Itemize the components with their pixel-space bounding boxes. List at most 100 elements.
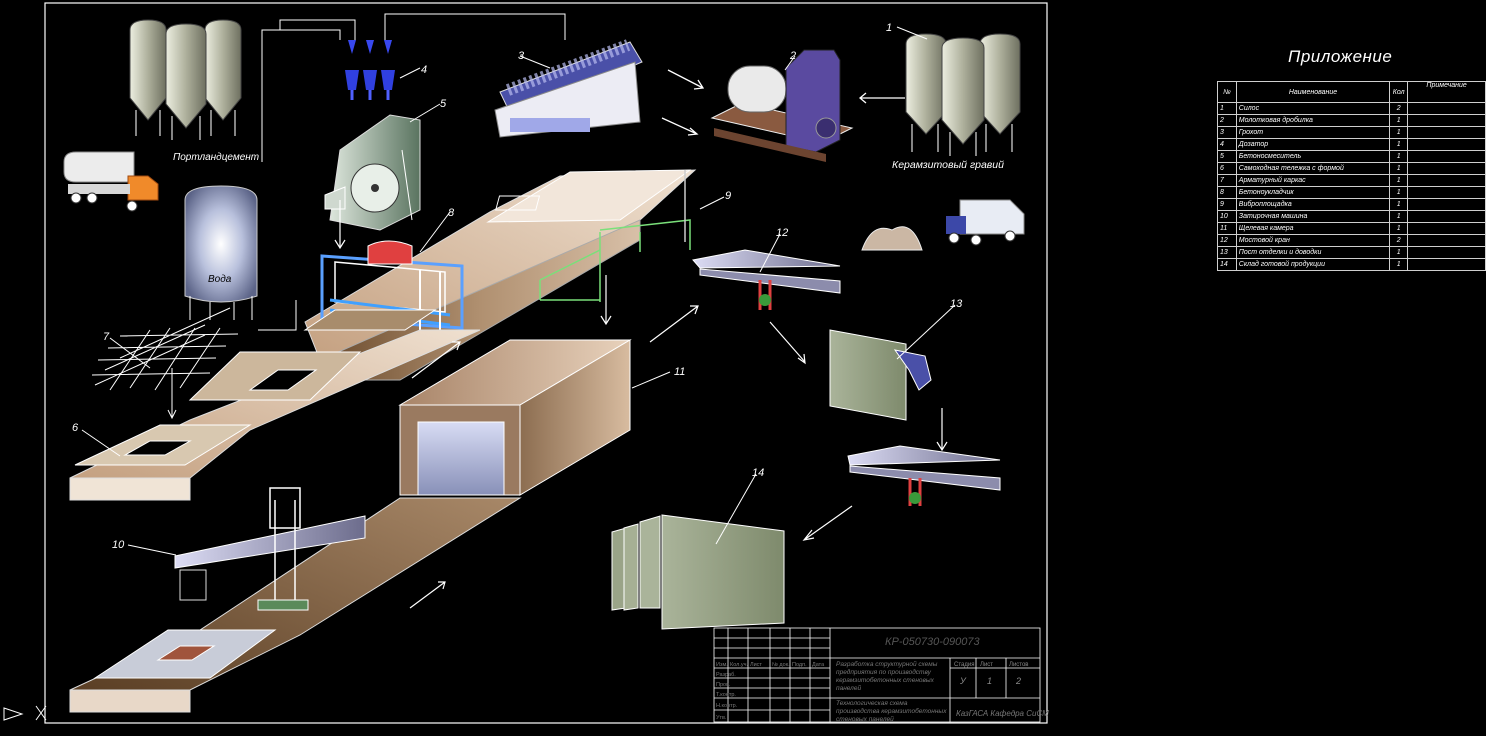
- cell-qty: 1: [1389, 150, 1409, 163]
- cell-num: 14: [1217, 258, 1237, 271]
- cell-name: Грохот: [1235, 126, 1391, 139]
- role-2: Т.контр.: [716, 692, 736, 698]
- title-main-l1: Разработка структурной схемы: [836, 660, 938, 668]
- cell-num: 12: [1217, 234, 1237, 247]
- gravel-silo-icon: [905, 33, 1021, 156]
- item-numbers: 1 2 3 4 5 6 7 8 9 10 11 12 13 14: [72, 22, 963, 551]
- title-sheet-l2: производства керамзитобетонных: [836, 707, 947, 715]
- cement-silo-icon: [129, 19, 242, 140]
- item-number-3: 3: [518, 50, 525, 62]
- cell-name: Молотковая дробилка: [1235, 114, 1391, 127]
- water-tank-icon: [184, 185, 258, 320]
- cell-qty: 2: [1389, 102, 1409, 115]
- title-main: Разработка структурной схемы предприятия…: [836, 660, 939, 692]
- cell-note: [1407, 150, 1486, 163]
- cell-name: Самоходная тележка с формой: [1235, 162, 1391, 175]
- gravel-label: Керамзитовый гравий: [892, 159, 1004, 171]
- cell-name: Бетоноукладчик: [1235, 186, 1391, 199]
- col-h-1: Кол.уч.: [730, 662, 748, 668]
- title-main-l3: керамзитобетонных стеновых: [836, 676, 935, 684]
- role-0: Разраб.: [716, 672, 736, 678]
- cell-name: Пост отделки и доводки: [1235, 246, 1391, 259]
- col-h-3: № док.: [772, 662, 790, 668]
- cell-name: Силос: [1235, 102, 1391, 115]
- title-code: КР-050730-090073: [885, 636, 980, 648]
- item-number-9: 9: [725, 190, 731, 202]
- cell-qty: 1: [1389, 210, 1409, 223]
- cell-num: 13: [1217, 246, 1237, 259]
- col-h-0: Изм.: [716, 662, 728, 668]
- cell-num: 6: [1217, 162, 1237, 175]
- item-number-13: 13: [950, 298, 963, 310]
- cell-num: 5: [1217, 150, 1237, 163]
- slot-chamber-icon: [398, 339, 632, 496]
- cell-num: 9: [1217, 198, 1237, 211]
- item-number-6: 6: [72, 422, 79, 434]
- screen-icon: [494, 39, 643, 138]
- appendix-title: Приложение: [1288, 47, 1393, 66]
- title-sheet: Технологическая схема производства керам…: [836, 700, 948, 723]
- cement-label: Портландцемент: [173, 152, 259, 163]
- gravel-pile-icon: [861, 226, 923, 251]
- cell-qty: 1: [1389, 186, 1409, 199]
- cell-num: 3: [1217, 126, 1237, 139]
- title-main-l4: панелей: [836, 684, 861, 692]
- reinforcement-cage-icon: [91, 307, 239, 420]
- col-note: Примечание: [1407, 81, 1486, 103]
- cell-note: [1407, 138, 1486, 151]
- cell-qty: 1: [1389, 114, 1409, 127]
- vibro-table-icon: [539, 170, 691, 302]
- cell-note: [1407, 198, 1486, 211]
- col-num: №: [1217, 81, 1237, 103]
- cell-note: [1407, 162, 1486, 175]
- cell-note: [1407, 102, 1486, 115]
- head-sheet: Лист: [980, 662, 993, 668]
- sheets-value: 2: [1015, 676, 1021, 686]
- role-3: Н.контр.: [716, 703, 738, 709]
- cell-name: Щелевая камера: [1235, 222, 1391, 235]
- org-name: КазГАСА Кафедра СиСМ: [956, 709, 1049, 718]
- cell-note: [1407, 234, 1486, 247]
- concrete-mixer-icon: [324, 114, 421, 231]
- appendix-header-row: № Наименование Кол Примечание: [1217, 81, 1486, 103]
- hammer-crusher-icon: [710, 49, 854, 162]
- title-sheet-l3: стеновых панелей: [836, 715, 894, 723]
- item-number-12: 12: [776, 227, 788, 239]
- head-sheets: Листов: [1009, 662, 1029, 668]
- item-number-5: 5: [440, 98, 447, 110]
- finishing-post-icon: [829, 329, 932, 421]
- dosing-unit-icon: [345, 40, 395, 100]
- cell-name: Виброплощадка: [1235, 198, 1391, 211]
- cell-num: 2: [1217, 114, 1237, 127]
- cell-qty: 1: [1389, 126, 1409, 139]
- role-4: Утв.: [716, 715, 727, 721]
- cell-note: [1407, 174, 1486, 187]
- cell-qty: 2: [1389, 234, 1409, 247]
- water-label: Вода: [208, 274, 232, 285]
- item-number-7: 7: [103, 331, 110, 343]
- sheet-value: 1: [987, 676, 992, 686]
- cell-name: Дозатор: [1235, 138, 1391, 151]
- flow-arrows: [334, 200, 948, 609]
- cell-num: 8: [1217, 186, 1237, 199]
- cell-num: 1: [1217, 102, 1237, 115]
- cell-qty: 1: [1389, 174, 1409, 187]
- col-name: Наименование: [1235, 81, 1391, 103]
- cell-name: Затирочная машина: [1235, 210, 1391, 223]
- title-block: [713, 627, 1041, 723]
- cell-num: 10: [1217, 210, 1237, 223]
- cell-name: Бетоносмеситель: [1235, 150, 1391, 163]
